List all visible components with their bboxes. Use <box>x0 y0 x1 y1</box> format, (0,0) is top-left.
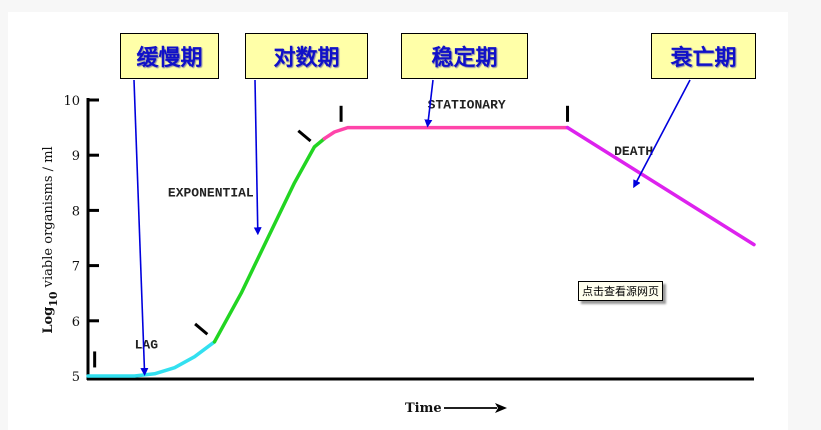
view-source-link[interactable]: 点击查看源网页 <box>578 281 663 301</box>
axes <box>86 98 754 381</box>
callout-death-phase: 衰亡期 <box>651 33 756 79</box>
series-exponential <box>212 136 327 344</box>
y-tick-label: 8 <box>72 204 80 219</box>
series-lag <box>86 340 217 378</box>
y-axis-label: Log10 viable organisms / ml <box>41 146 60 333</box>
phase-label-lag: LAG <box>135 337 159 352</box>
phase-boundary-mark <box>194 322 209 336</box>
phase-label-exponential: EXPONENTIAL <box>168 186 254 201</box>
annotation-arrow <box>133 79 149 376</box>
x-axis-label: Time <box>405 401 442 416</box>
phase-label-death: DEATH <box>614 144 653 159</box>
series-stationary <box>322 125 570 141</box>
callout-log-phase: 对数期 <box>245 33 368 79</box>
annotation-arrow <box>253 79 262 236</box>
y-tick-label: 7 <box>72 260 80 275</box>
y-axis-label-prefix: Log <box>41 307 56 334</box>
y-tick-label: 5 <box>72 370 80 385</box>
annotation-arrow <box>424 79 434 128</box>
y-tick-label: 10 <box>63 94 80 109</box>
series-death <box>565 125 756 247</box>
phase-boundary-mark <box>297 129 312 143</box>
callout-stationary-phase: 稳定期 <box>401 33 528 79</box>
annotation-arrow <box>633 79 691 189</box>
y-axis-label-subscript: 10 <box>47 291 60 307</box>
y-tick-label: 9 <box>72 149 80 164</box>
phase-label-stationary: STATIONARY <box>428 97 506 112</box>
y-tick-label: 6 <box>72 315 80 330</box>
figure-panel <box>8 12 788 430</box>
y-axis-label-suffix: viable organisms / ml <box>41 146 56 291</box>
callout-lag-phase: 缓慢期 <box>120 33 219 79</box>
